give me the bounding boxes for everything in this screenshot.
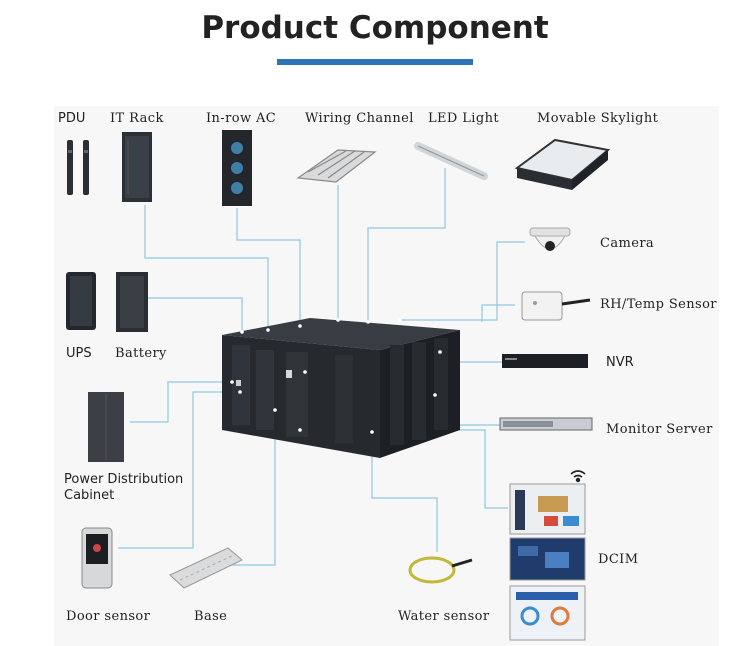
label-power-distribution: Power Distribution	[64, 472, 184, 487]
ups-device	[66, 272, 96, 330]
page-title: Product Component	[201, 10, 549, 46]
monitor-server-device	[499, 417, 593, 431]
label-inrow-ac: In-row AC	[206, 111, 277, 126]
label-wiring-channel: Wiring Channel	[305, 111, 414, 126]
label-rh-temp-sensor: RH/Temp Sensor	[600, 297, 717, 312]
label-camera: Camera	[600, 236, 655, 251]
label-movable-skylight: Movable Skylight	[537, 111, 659, 126]
led-light-device	[414, 142, 488, 180]
label-dcim: DCIM	[598, 552, 639, 567]
it-rack-device	[122, 132, 152, 202]
label-base: Base	[194, 609, 228, 624]
water-sensor-device	[408, 556, 473, 584]
label-cabinet: Cabinet	[64, 488, 115, 503]
battery-device	[116, 272, 148, 332]
power-distribution-cabinet-device	[88, 392, 124, 462]
inrow-ac-device	[222, 130, 252, 206]
rh-temp-sensor-device	[521, 291, 591, 321]
connection-points	[230, 318, 484, 434]
modular-data-center	[222, 318, 460, 458]
door-sensor-device	[81, 527, 113, 589]
base-device	[169, 547, 243, 589]
label-monitor-server: Monitor Server	[606, 422, 713, 437]
label-door-sensor: Door sensor	[66, 609, 151, 624]
label-ups: UPS	[66, 346, 92, 361]
dcim-screens	[509, 483, 586, 641]
label-battery: Battery	[115, 346, 167, 361]
wifi-icon	[570, 470, 586, 483]
camera-device	[529, 227, 571, 251]
label-nvr: NVR	[606, 355, 634, 370]
nvr-device	[502, 354, 588, 368]
pdu-device	[67, 140, 89, 195]
label-water-sensor: Water sensor	[398, 609, 490, 624]
title-underline	[277, 59, 473, 65]
label-led-light: LED Light	[428, 111, 499, 126]
label-pdu: PDU	[58, 111, 86, 126]
label-it-rack: IT Rack	[110, 111, 164, 126]
movable-skylight-device	[514, 138, 611, 190]
wiring-channel-device	[296, 149, 377, 183]
